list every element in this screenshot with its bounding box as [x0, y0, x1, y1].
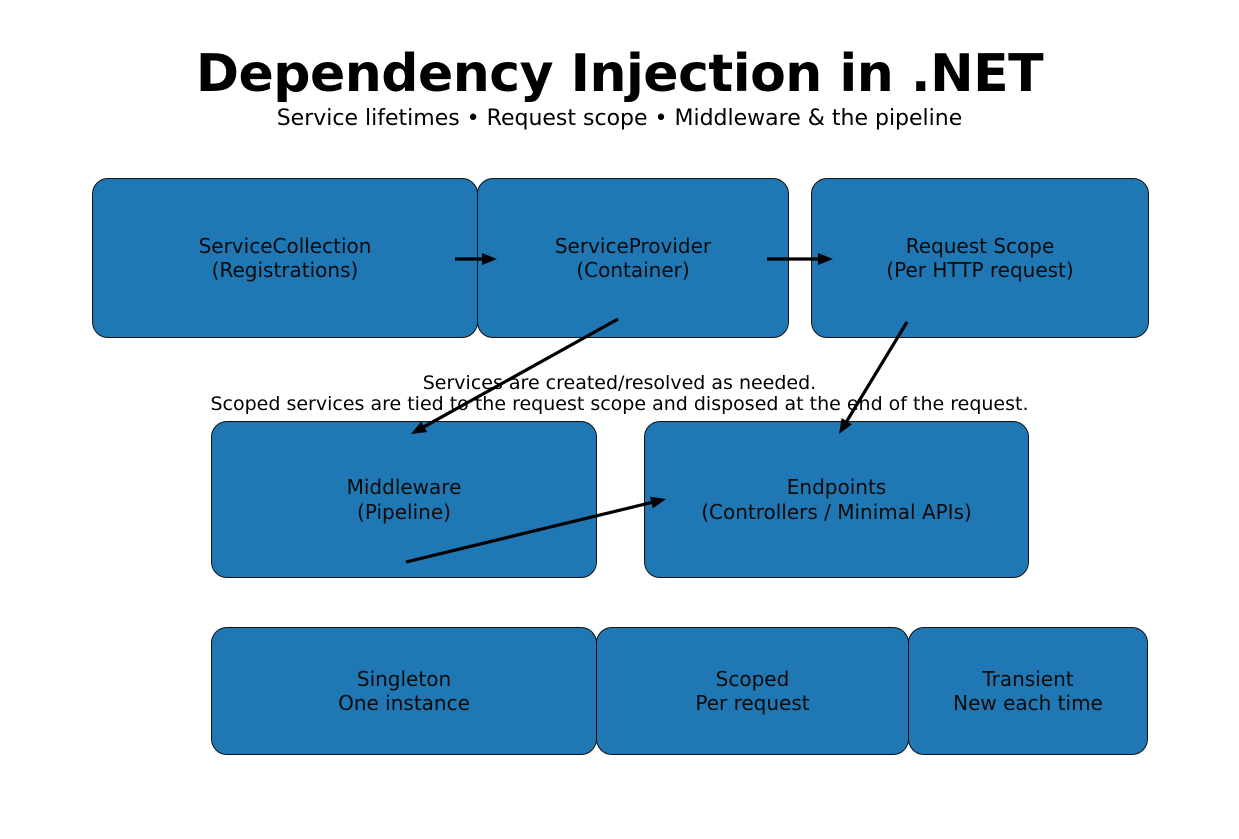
node-endpoints-label: Endpoints (Controllers / Minimal APIs): [701, 475, 972, 524]
node-serviceprovider[interactable]: ServiceProvider (Container): [477, 178, 789, 338]
caption-line-2: Scoped services are tied to the request …: [210, 393, 1029, 415]
node-servicecollection-label: ServiceCollection (Registrations): [198, 233, 372, 282]
page-title: Dependency Injection in .NET: [195, 44, 1044, 104]
node-request-scope[interactable]: Request Scope (Per HTTP request): [811, 178, 1149, 338]
node-transient[interactable]: Transient New each time: [908, 627, 1148, 755]
node-scoped-label: Scoped Per request: [695, 666, 810, 715]
node-request-scope-label: Request Scope (Per HTTP request): [886, 233, 1074, 282]
node-servicecollection[interactable]: ServiceCollection (Registrations): [92, 178, 478, 338]
node-middleware-label: Middleware (Pipeline): [346, 475, 462, 524]
page-subtitle: Service lifetimes • Request scope • Midd…: [276, 106, 963, 131]
caption-line-1: Services are created/resolved as needed.: [422, 372, 817, 394]
node-middleware[interactable]: Middleware (Pipeline): [211, 421, 597, 578]
node-serviceprovider-label: ServiceProvider (Container): [554, 233, 712, 282]
node-scoped[interactable]: Scoped Per request: [596, 627, 909, 755]
node-endpoints[interactable]: Endpoints (Controllers / Minimal APIs): [644, 421, 1029, 578]
caption-block: Services are created/resolved as needed.…: [0, 373, 1239, 415]
node-singleton[interactable]: Singleton One instance: [211, 627, 597, 755]
node-singleton-label: Singleton One instance: [338, 666, 470, 715]
arrow-requestscope-to-endpoints: [839, 321, 909, 434]
node-transient-label: Transient New each time: [953, 666, 1103, 715]
